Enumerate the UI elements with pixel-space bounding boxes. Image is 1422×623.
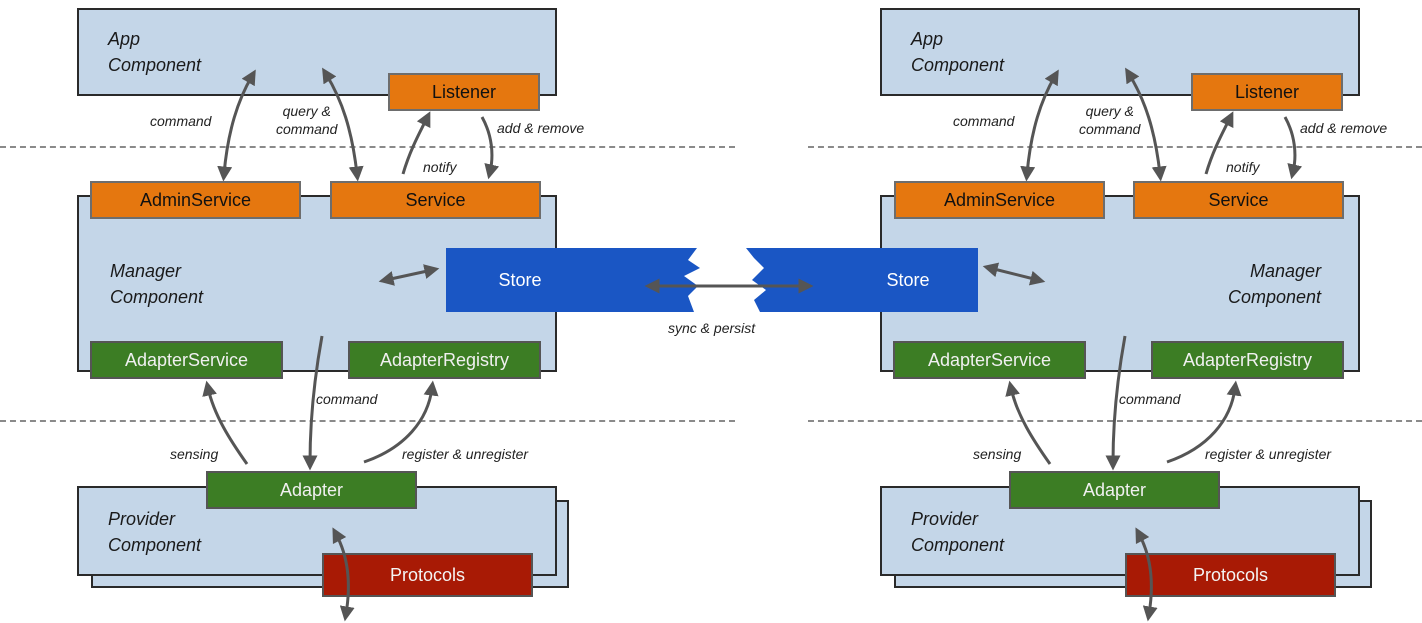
label-add-remove: add & remove (497, 120, 585, 136)
arrow-query-command-right (1125, 67, 1167, 182)
adapter-box[interactable]: Adapter (206, 471, 417, 509)
adapter-registry-box[interactable]: AdapterRegistry (348, 341, 541, 379)
listener-box[interactable]: Listener (388, 73, 540, 111)
arrow-notify (401, 111, 431, 175)
label-command: command (150, 113, 212, 129)
protocols-box[interactable]: Protocols (1125, 553, 1336, 597)
adapter-service-box[interactable]: AdapterService (90, 341, 283, 379)
provider-component-title: Provider Component (911, 509, 1005, 555)
arrow-sensing (202, 380, 249, 465)
adapter-box[interactable]: Adapter (1009, 471, 1220, 509)
layer-divider-bottom-left (0, 420, 735, 422)
arrow-manager-store-right (982, 262, 1046, 286)
label-command-adapter: command (316, 391, 378, 407)
label-sensing: sensing (973, 446, 1022, 462)
arrow-register-unregister-right (1166, 380, 1242, 464)
store-left-label[interactable]: Store (498, 269, 542, 290)
label-command-adapter: command (1119, 391, 1181, 407)
listener-box[interactable]: Listener (1191, 73, 1343, 111)
store-left-shape (446, 248, 700, 312)
label-register-unregister: register & unregister (1205, 446, 1332, 462)
label-sync-persist: sync & persist (668, 320, 756, 336)
arrow-sensing-right (1005, 380, 1052, 465)
label-notify: notify (1226, 159, 1260, 175)
arrow-command-right (1020, 69, 1059, 182)
label-register-unregister: register & unregister (402, 446, 529, 462)
app-component-title: App Component (911, 29, 1005, 75)
store-right-shape (746, 248, 978, 312)
label-notify: notify (423, 159, 457, 175)
adapter-registry-box[interactable]: AdapterRegistry (1151, 341, 1344, 379)
label-command: command (953, 113, 1015, 129)
admin-service-box[interactable]: AdminService (90, 181, 301, 219)
admin-service-box[interactable]: AdminService (894, 181, 1105, 219)
arrow-command (217, 69, 256, 182)
protocols-box[interactable]: Protocols (322, 553, 533, 597)
arrow-register-unregister (363, 380, 439, 464)
arrow-protocols-right (1135, 527, 1158, 622)
arrow-command-adapter (302, 335, 324, 471)
manager-component-title: Manager Component (1228, 261, 1322, 307)
service-box[interactable]: Service (1133, 181, 1344, 219)
arrow-query-command (322, 67, 364, 182)
arrow-manager-store (378, 264, 440, 286)
provider-component-title: Provider Component (108, 509, 202, 555)
store-right-label[interactable]: Store (886, 269, 930, 290)
arrow-notify-right (1204, 111, 1234, 175)
layer-divider-top-left (0, 146, 735, 148)
layer-divider-top-right (808, 146, 1422, 148)
arrow-add-remove (480, 116, 500, 180)
arrow-command-adapter-right (1105, 335, 1127, 471)
arrow-add-remove-right (1283, 116, 1303, 180)
service-box[interactable]: Service (330, 181, 541, 219)
arrow-protocols (332, 527, 355, 622)
app-component-title: App Component (108, 29, 202, 75)
manager-component-title: Manager Component (110, 261, 204, 307)
label-sensing: sensing (170, 446, 219, 462)
label-add-remove: add & remove (1300, 120, 1388, 136)
adapter-service-box[interactable]: AdapterService (893, 341, 1086, 379)
